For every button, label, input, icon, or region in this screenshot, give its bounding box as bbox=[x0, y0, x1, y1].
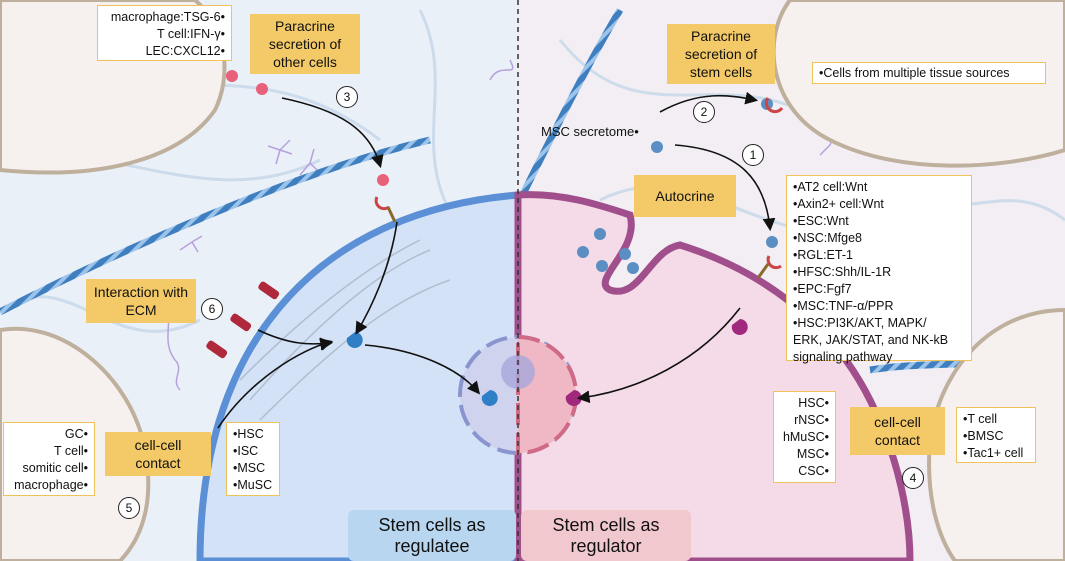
ecm-interaction-label: Interaction with ECM bbox=[86, 279, 196, 323]
contact-right-partner-note: •T cell •BMSC •Tac1+ cell bbox=[956, 407, 1036, 463]
note-item: LEC:CXCL12• bbox=[145, 44, 225, 58]
step-number-2: 2 bbox=[693, 101, 715, 123]
note-item: •HFSC:Shh/IL-1R bbox=[793, 265, 892, 279]
note-item: macrophage• bbox=[14, 478, 88, 492]
step-number-6: 6 bbox=[201, 298, 223, 320]
receptors bbox=[374, 97, 784, 279]
note-item: T cell• bbox=[53, 444, 88, 458]
note-item: •MSC bbox=[233, 461, 266, 475]
paracrine-stem-label: Paracrine secretion of stem cells bbox=[667, 24, 775, 84]
note-item: •BMSC bbox=[963, 429, 1004, 443]
note-item: T cell:IFN-γ• bbox=[156, 27, 225, 41]
note-item: •HSC bbox=[233, 427, 264, 441]
note-item: hMuSC• bbox=[782, 430, 829, 444]
paracrine-other-sources-note: macrophage:TSG-6• T cell:IFN-γ• LEC:CXCL… bbox=[97, 5, 232, 61]
step-number-3: 3 bbox=[336, 86, 358, 108]
note-item: GC• bbox=[64, 427, 88, 441]
note-item: •EPC:Fgf7 bbox=[793, 282, 852, 296]
note-item: ERK, JAK/STAT, and NK-kB bbox=[793, 333, 949, 347]
note-item: CSC• bbox=[798, 464, 829, 478]
note-item: MSC• bbox=[796, 447, 829, 461]
ligands bbox=[226, 70, 778, 406]
contact-right-stem-note: HSC• rNSC• hMuSC• MSC• CSC• bbox=[773, 391, 836, 483]
contact-left-partner-note: GC• T cell• somitic cell• macrophage• bbox=[3, 422, 95, 496]
regulator-band: Stem cells as regulator bbox=[521, 510, 691, 561]
note-item: •MSC:TNF-α/PPR bbox=[793, 299, 894, 313]
note-item: •ESC:Wnt bbox=[793, 214, 849, 228]
integrins bbox=[206, 281, 280, 359]
note-item: •T cell bbox=[963, 412, 998, 426]
note-item: •MuSC bbox=[233, 478, 273, 492]
note-item: •NSC:Mfge8 bbox=[793, 231, 862, 245]
note-item: •AT2 cell:Wnt bbox=[793, 180, 868, 194]
regulatee-band: Stem cells as regulatee bbox=[348, 510, 516, 561]
contact-right-label: cell-cell contact bbox=[850, 407, 945, 455]
note-item: •RGL:ET-1 bbox=[793, 248, 853, 262]
paracrine-other-label: Paracrine secretion of other cells bbox=[250, 14, 360, 74]
note-item: •ISC bbox=[233, 444, 259, 458]
note-item: rNSC• bbox=[794, 413, 829, 427]
note-item: macrophage:TSG-6• bbox=[110, 10, 225, 24]
note-item: •Tac1+ cell bbox=[963, 446, 1024, 460]
multi-source-note: •Cells from multiple tissue sources bbox=[812, 62, 1046, 84]
msc-secretome-label: MSC secretome• bbox=[541, 124, 639, 139]
note-item: somitic cell• bbox=[22, 461, 89, 475]
step-number-4: 4 bbox=[902, 467, 924, 489]
autocrine-examples-note: •AT2 cell:Wnt •Axin2+ cell:Wnt •ESC:Wnt … bbox=[786, 175, 972, 364]
autocrine-label: Autocrine bbox=[634, 175, 736, 217]
contact-left-stem-note: •HSC •ISC •MSC •MuSC bbox=[226, 422, 280, 496]
note-item: HSC• bbox=[798, 396, 829, 410]
contact-left-label: cell-cell contact bbox=[105, 432, 211, 476]
step-number-5: 5 bbox=[118, 497, 140, 519]
step-number-1: 1 bbox=[742, 144, 764, 166]
signal-arrows bbox=[217, 91, 776, 429]
note-item: •HSC:PI3K/AKT, MAPK/ bbox=[793, 316, 927, 330]
note-item: •Axin2+ cell:Wnt bbox=[793, 197, 884, 211]
collagen-fiber bbox=[516, 8, 624, 202]
note-item: signaling pathway bbox=[793, 350, 893, 364]
